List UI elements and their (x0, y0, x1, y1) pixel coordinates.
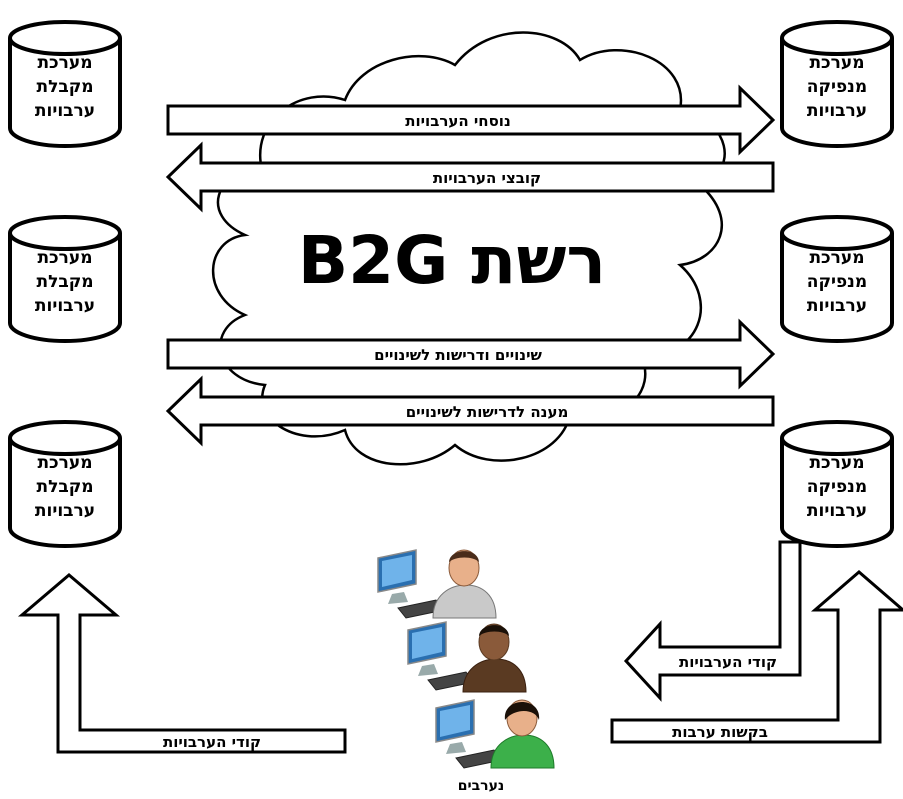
arrow-request-label: בקשות ערבות (672, 723, 768, 741)
receiver-line2: מקבלת (36, 477, 93, 497)
receiver-line3: ערבויות (35, 296, 95, 316)
provider-line2: מנפיקה (807, 272, 867, 292)
beneficiaries-group: נערבים (377, 549, 555, 794)
receiver-line3: ערבויות (35, 501, 95, 521)
user-computer-icon (407, 621, 527, 693)
arrow-changes: שינויים ודרישות לשינויים (166, 318, 776, 390)
provider-line3: ערבויות (807, 296, 867, 316)
arrow-response-label: מענה לדרישות לשינויים (406, 403, 569, 421)
receiver-line1: מערכת (37, 248, 92, 268)
arrow-changes-label: שינויים ודרישות לשינויים (374, 346, 542, 364)
provider-line3: ערבויות (807, 101, 867, 121)
user-computer-icon (377, 549, 497, 619)
beneficiaries-label: נערבים (458, 778, 505, 794)
arrow-codes-right: קודי הערבויות (623, 540, 802, 702)
arrow-codes-left-label: קודי הערבויות (163, 733, 261, 751)
arrow-codes-left: קודי הערבויות (17, 573, 347, 754)
arrow-response: מענה לדרישות לשינויים (165, 375, 775, 447)
provider-line1: מערכת (809, 453, 864, 473)
arrow-versions: נוסחי הערבויות (166, 84, 776, 156)
receiver-line2: מקבלת (36, 272, 93, 292)
receiver-line1: מערכת (37, 453, 92, 473)
provider-system-3: מערכת מנפיקה ערבויות (780, 420, 894, 548)
arrow-files: קובצי הערבויות (165, 141, 775, 213)
receiver-line1: מערכת (37, 53, 92, 73)
receiver-system-1: מערכת מקבלת ערבויות (8, 20, 122, 148)
receiver-system-2: מערכת מקבלת ערבויות (8, 215, 122, 343)
provider-line1: מערכת (809, 248, 864, 268)
provider-system-1: מערכת מנפיקה ערבויות (780, 20, 894, 148)
arrow-codes-right-label: קודי הערבויות (679, 653, 777, 671)
receiver-line2: מקבלת (36, 77, 93, 97)
provider-line1: מערכת (809, 53, 864, 73)
arrow-versions-label: נוסחי הערבויות (405, 112, 511, 130)
network-title: רשת B2G (298, 222, 606, 299)
arrow-request: בקשות ערבות (610, 570, 903, 744)
user-computer-icon (435, 699, 555, 769)
receiver-line3: ערבויות (35, 101, 95, 121)
provider-line3: ערבויות (807, 501, 867, 521)
provider-system-2: מערכת מנפיקה ערבויות (780, 215, 894, 343)
arrow-files-label: קובצי הערבויות (433, 169, 541, 187)
provider-line2: מנפיקה (807, 477, 867, 497)
provider-line2: מנפיקה (807, 77, 867, 97)
receiver-system-3: מערכת מקבלת ערבויות (8, 420, 122, 548)
